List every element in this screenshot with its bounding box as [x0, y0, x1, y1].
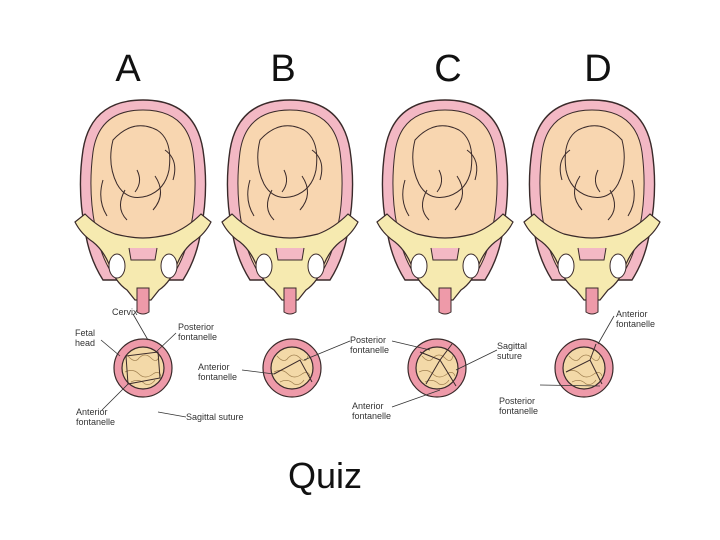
label-anterior-fontanelle-b: Anterior fontanelle	[198, 362, 237, 382]
label-posterior-fontanelle-b: Posterior fontanelle	[350, 335, 389, 355]
label-anterior-fontanelle-d: Anterior fontanelle	[616, 309, 655, 329]
label-posterior-fontanelle-d: Posterior fontanelle	[499, 396, 538, 416]
diagram-b-pelvis	[222, 100, 358, 314]
label-sagittal-suture-c: Sagittal suture	[497, 341, 527, 361]
label-anterior-fontanelle-c: Anterior fontanelle	[352, 401, 391, 421]
label-posterior-fontanelle-a: Posterior fontanelle	[178, 322, 217, 342]
head-view-a	[114, 339, 172, 397]
label-anterior-fontanelle-a: Anterior fontanelle	[76, 407, 115, 427]
label-fetal-head: Fetal head	[75, 328, 95, 348]
quiz-title: Quiz	[288, 455, 362, 497]
head-view-c	[408, 339, 466, 397]
diagram-a-pelvis	[75, 100, 211, 314]
diagram-c-pelvis	[377, 100, 513, 314]
head-view-d	[555, 339, 613, 397]
label-cervix: Cervix	[112, 307, 138, 317]
head-view-b	[263, 339, 321, 397]
diagram-d-pelvis	[524, 100, 660, 314]
label-sagittal-suture-a: Sagittal suture	[186, 412, 244, 422]
